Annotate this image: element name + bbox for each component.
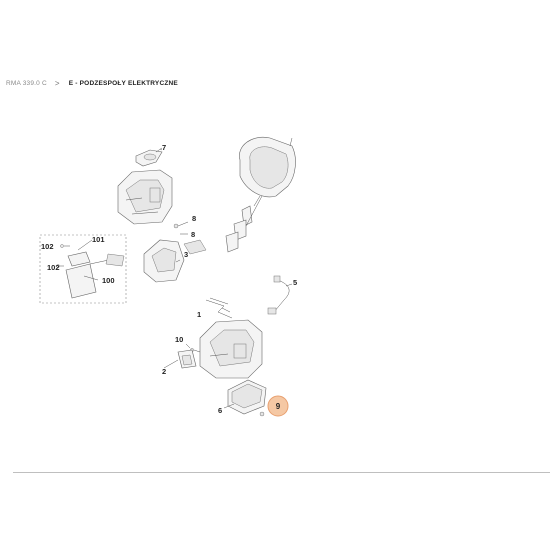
large-cover-drawing [225,136,296,253]
breadcrumb-current: E - PODZESPOŁY ELEKTRYCZNE [68,79,178,87]
part-label-100[interactable]: 100 [102,276,115,285]
part-1-clip-drawing[interactable] [205,297,233,319]
section-divider [13,472,550,473]
part-label-9[interactable]: 9 [276,402,281,411]
part-2-bracket-drawing[interactable] [177,349,197,369]
part-label-1[interactable]: 1 [197,310,201,319]
lower-motor-housing-drawing [199,319,263,379]
breadcrumb: RMA 339.0 C > E - PODZESPOŁY ELEKTRYCZNE [6,77,178,89]
part-label-10[interactable]: 10 [175,335,183,344]
part-6-module-drawing[interactable] [227,379,267,415]
leader-lines [77,148,293,409]
part-7-drawing[interactable] [135,147,163,167]
upper-motor-housing-drawing [117,169,173,225]
part-label-7[interactable]: 7 [162,143,166,152]
breadcrumb-parent-link[interactable]: RMA 339.0 C [6,79,47,87]
part-8-screw-drawing[interactable] [173,221,189,235]
part-9-washer-drawing[interactable] [259,411,265,417]
kit-box [39,234,127,304]
part-label-3[interactable]: 3 [184,250,188,259]
part-label-8-second[interactable]: 8 [191,230,195,239]
highlight-circle[interactable] [267,395,289,417]
part-label-8[interactable]: 8 [192,214,196,223]
part-label-5[interactable]: 5 [293,278,297,287]
part-label-6[interactable]: 6 [218,406,222,415]
part-5-cable-drawing[interactable] [267,275,290,315]
part-label-102-bottom[interactable]: 102 [47,263,60,272]
highlighted-part-9-marker[interactable]: 9 [267,395,289,417]
part-3-drawing[interactable] [143,239,207,283]
part-label-2[interactable]: 2 [162,367,166,376]
part-label-102-top[interactable]: 102 [41,242,54,251]
chevron-right-icon: > [54,78,60,88]
part-label-101[interactable]: 101 [92,235,105,244]
